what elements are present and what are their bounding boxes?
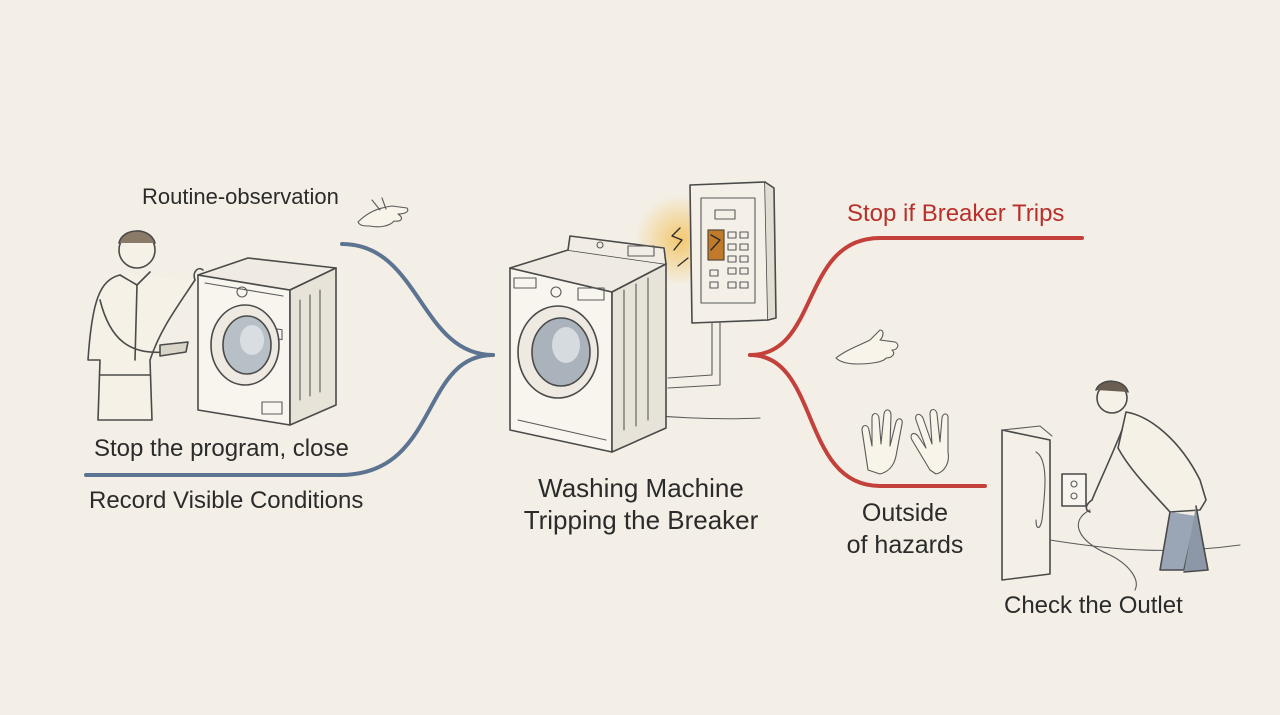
washing-machine-icon [197,257,337,426]
left-branch-connector [84,242,495,477]
label-stop-if-breaker-trips: Stop if Breaker Trips [847,200,1065,227]
label-check-outlet: Check the Outlet [1004,592,1183,619]
label-record-conditions: Record Visible Conditions [89,487,364,514]
center-title-line2: Tripping the Breaker [523,505,759,535]
center-title: Washing Machine Tripping the Breaker [506,472,776,536]
person-observing-icon [87,230,204,421]
wall-outlet-icon [1001,425,1241,581]
center-title-line1: Washing Machine [538,473,744,503]
hand-icon [835,329,899,365]
label-outside-hazards-line1: Outside [861,499,949,527]
right-branch-connector [748,236,1084,488]
washing-machine-icon [509,235,761,453]
label-outside-hazards-line2: of hazards [846,531,964,559]
label-outside-hazards: Outside of hazards [830,497,980,561]
label-routine-observation: Routine-observation [142,184,339,209]
person-checking-outlet-icon [1077,380,1209,591]
hand-icon [357,197,409,228]
raised-hands-icon [861,408,949,475]
label-stop-program: Stop the program, close [94,435,349,462]
